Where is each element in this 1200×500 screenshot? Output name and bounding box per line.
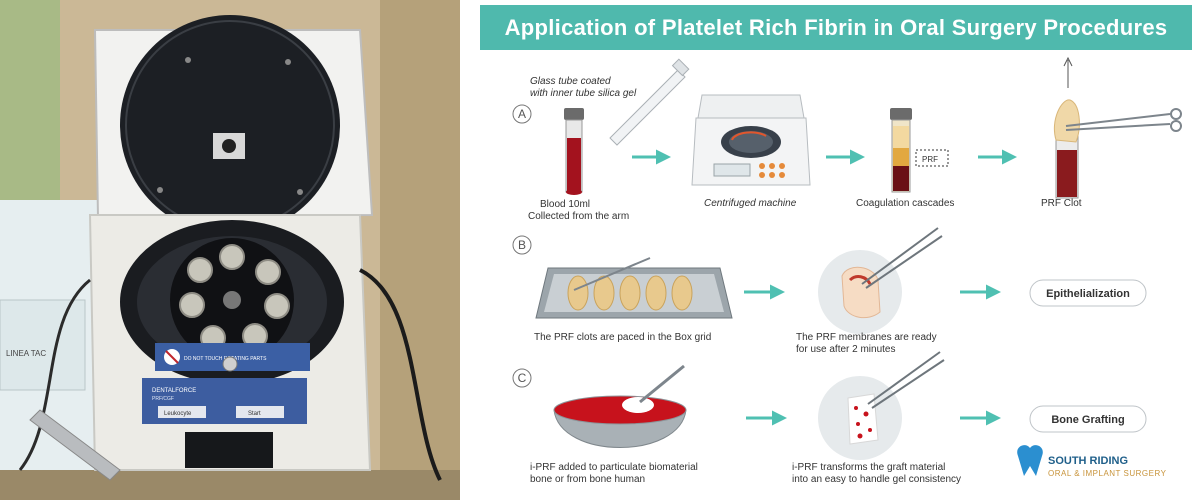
prf-membrane bbox=[818, 227, 943, 334]
step-c-letter: C bbox=[518, 371, 527, 385]
step-a-badge bbox=[512, 104, 532, 124]
mix-caption-line2: bone or from bone human bbox=[530, 474, 645, 485]
side-cable bbox=[18, 278, 91, 471]
step-a-letter: A bbox=[518, 107, 526, 121]
bone-grafting-label: Bone Grafting bbox=[1051, 414, 1124, 426]
panel-right-button-label: Start bbox=[248, 411, 261, 417]
prf-clot-extraction bbox=[1054, 56, 1182, 199]
warning-strip: DO NOT TOUCH ROTATING PARTS bbox=[155, 343, 310, 372]
epithelialization-oval bbox=[1029, 279, 1147, 307]
graft-gel bbox=[818, 351, 945, 460]
side-box-label: LINEA TAC bbox=[6, 349, 46, 358]
row-b: B The PRF clots are paced in the Box gri… bbox=[512, 227, 1147, 355]
row-c: C i-PRF added to particulate biomaterial… bbox=[512, 351, 1147, 485]
tube-note-line2: with inner tube silica gel bbox=[530, 88, 637, 99]
grid-caption: The PRF clots are paced in the Box grid bbox=[534, 332, 711, 343]
timer-display bbox=[185, 432, 273, 468]
box-grid-tray bbox=[535, 257, 733, 319]
control-panel: DENTALFORCE PRF/CGF Leukocyte Start bbox=[142, 378, 307, 424]
prf-tube bbox=[890, 108, 949, 193]
page-title: Application of Platelet Rich Fibrin in O… bbox=[480, 5, 1192, 50]
mix-caption-line1: i-PRF added to particulate biomaterial bbox=[530, 462, 698, 473]
step-b-badge bbox=[512, 235, 532, 255]
prf-infographic: A Glass tube coated with inner tube sili… bbox=[470, 0, 1200, 500]
panel-sublabel: PRF/CGF bbox=[152, 396, 174, 402]
blood-caption-line1: Blood 10ml bbox=[540, 199, 590, 210]
tube-note-line1: Glass tube coated bbox=[530, 76, 611, 87]
cascade-caption: Coagulation cascades bbox=[856, 198, 954, 209]
row-a: A Glass tube coated with inner tube sili… bbox=[512, 56, 1182, 222]
step-c-badge bbox=[512, 368, 532, 388]
mixing-bowl bbox=[553, 364, 687, 448]
membrane-caption-line1: The PRF membranes are ready bbox=[796, 332, 937, 343]
membrane-caption-line2: for use after 2 minutes bbox=[796, 344, 896, 355]
machine-caption: Centrifuged machine bbox=[704, 198, 797, 209]
transform-caption-line2: into an easy to handle gel consistency bbox=[792, 474, 961, 485]
centrifuge-photo: LINEA TAC bbox=[0, 0, 460, 500]
prf-diagram: A Glass tube coated with inner tube sili… bbox=[512, 56, 1182, 485]
clot-caption: PRF Clot bbox=[1041, 198, 1082, 209]
glass-tube bbox=[609, 58, 690, 146]
centrifuge-machine bbox=[691, 94, 811, 186]
transform-caption-line1: i-PRF transforms the graft material bbox=[792, 462, 945, 473]
prf-label: PRF bbox=[922, 155, 938, 164]
panel-left-button-label: Leukocyte bbox=[164, 411, 192, 417]
bone-grafting-oval bbox=[1029, 405, 1147, 433]
tooth-icon bbox=[1017, 445, 1043, 476]
surgical-handpiece bbox=[29, 409, 121, 481]
side-box: LINEA TAC bbox=[0, 299, 86, 391]
blood-caption-line2: Collected from the arm bbox=[528, 211, 629, 222]
epithelialization-label: Epithelialization bbox=[1046, 288, 1130, 300]
panel-left-button[interactable] bbox=[158, 406, 206, 418]
centrifuge-illustration: LINEA TAC bbox=[0, 0, 460, 500]
centrifuge-lid bbox=[93, 15, 374, 235]
logo-line2: ORAL & IMPLANT SURGERY bbox=[1048, 469, 1167, 478]
logo-line1: SOUTH RIDING bbox=[1048, 455, 1128, 467]
blood-tube bbox=[564, 108, 584, 195]
panel-label: DENTALFORCE bbox=[152, 388, 196, 394]
step-b-letter: B bbox=[518, 238, 526, 252]
power-cable bbox=[359, 268, 442, 481]
south-riding-logo: SOUTH RIDING ORAL & IMPLANT SURGERY bbox=[1017, 445, 1166, 478]
centrifuge-rotor[interactable] bbox=[170, 238, 294, 362]
panel-right-button[interactable] bbox=[236, 406, 284, 418]
